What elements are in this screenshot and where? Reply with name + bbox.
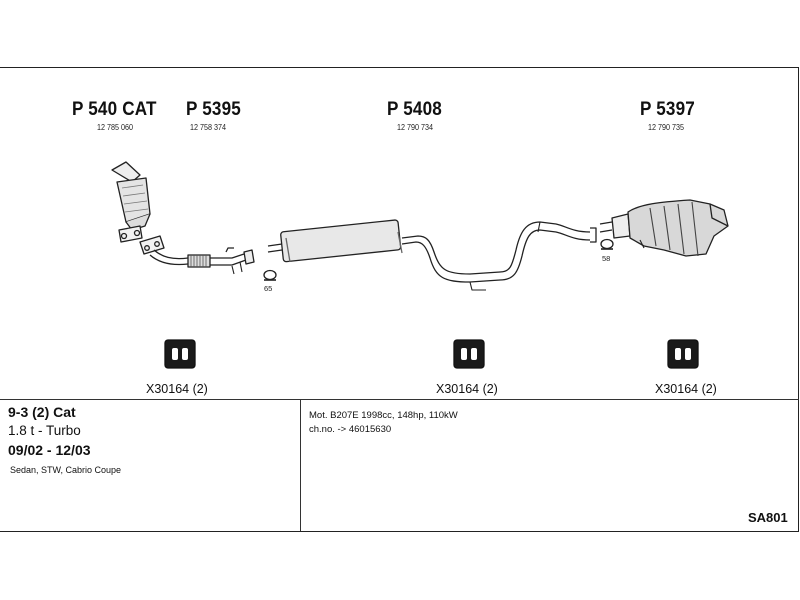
vehicle-model: 9-3 (2) Cat xyxy=(8,404,76,420)
front-pipe-icon xyxy=(139,235,255,275)
vehicle-bodies: Sedan, STW, Cabrio Coupe xyxy=(10,465,122,475)
part-ref-front-pipe: 12 758 374 xyxy=(190,123,227,132)
part-ref-rear-silencer: 12 790 735 xyxy=(648,123,685,132)
rubber-hanger-icon xyxy=(164,339,699,369)
part-number-rear-silencer: P 5397 xyxy=(640,99,695,120)
info-divider xyxy=(0,399,799,400)
rear-silencer-icon xyxy=(599,199,729,257)
part-ref-cat: 12 785 060 xyxy=(97,123,134,132)
hanger-label-middle: X30164 (2) xyxy=(436,382,498,396)
diagram-code: SA801 xyxy=(748,510,788,525)
clamp-58-icon xyxy=(600,238,614,250)
catalytic-converter-icon xyxy=(111,161,151,243)
part-number-front-pipe: P 5395 xyxy=(186,99,241,120)
hanger-label-left: X30164 (2) xyxy=(146,382,208,396)
chassis-number: ch.no. -> 46015630 xyxy=(309,424,392,435)
part-number-cat: P 540 CAT xyxy=(72,99,157,120)
vehicle-period: 09/02 - 12/03 xyxy=(8,442,91,458)
motor-spec: Mot. B207E 1998cc, 148hp, 110kW xyxy=(309,410,458,421)
clamp-65-icon xyxy=(263,269,277,281)
part-number-middle-silencer: P 5408 xyxy=(387,99,442,120)
info-column-divider xyxy=(300,400,301,531)
hanger-label-right: X30164 (2) xyxy=(655,382,717,396)
vehicle-engine: 1.8 t - Turbo xyxy=(8,423,81,438)
diagram-frame xyxy=(0,67,799,532)
clamp-label-58: 58 xyxy=(602,254,611,263)
middle-silencer-icon xyxy=(267,219,597,291)
part-ref-middle-silencer: 12 790 734 xyxy=(397,123,434,132)
clamp-label-65: 65 xyxy=(264,284,273,293)
